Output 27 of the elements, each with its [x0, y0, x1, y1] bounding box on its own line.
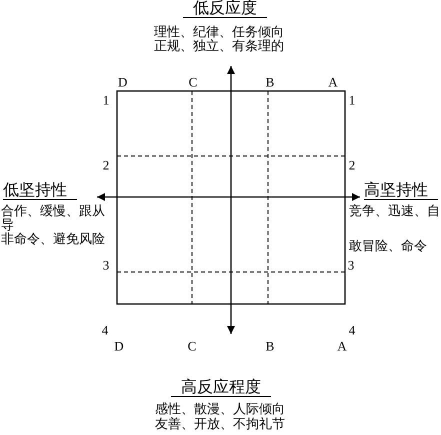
- column-letter: B: [266, 76, 274, 88]
- column-letter: C: [188, 76, 198, 88]
- column-letter: B: [266, 340, 274, 352]
- row-number: 4: [348, 324, 356, 336]
- axis-title: 高反应程度: [171, 379, 271, 397]
- trait-list: 非命令、避免风险: [1, 233, 105, 247]
- row-number: 1: [102, 94, 110, 106]
- axis-title: 低坚持性: [3, 182, 77, 200]
- axis-title: 高坚持性: [364, 182, 438, 200]
- row-number: 3: [348, 258, 354, 272]
- row-number: 4: [102, 324, 108, 336]
- trait-list: 合作、缓慢、跟从导: [1, 205, 109, 233]
- trait-list: 感性、散漫、人际倾向: [155, 403, 285, 417]
- trait-list: 理性、纪律、任务倾向: [154, 26, 284, 40]
- column-letter: A: [337, 340, 347, 352]
- column-letter: A: [328, 76, 338, 88]
- row-number: 3: [102, 258, 110, 272]
- trait-list: 友善、开放、不拘礼节: [155, 418, 285, 432]
- trait-list: 竞争、迅速、自: [349, 205, 440, 219]
- column-letter: C: [188, 340, 196, 352]
- row-number: 1: [348, 94, 356, 106]
- column-letter: D: [114, 340, 124, 352]
- row-number: 2: [348, 158, 356, 172]
- row-number: 2: [102, 158, 110, 172]
- column-letter: D: [118, 76, 128, 88]
- trait-list: 正规、独立、有条理的: [154, 40, 284, 54]
- trait-list: 敢冒险、命令: [349, 240, 427, 254]
